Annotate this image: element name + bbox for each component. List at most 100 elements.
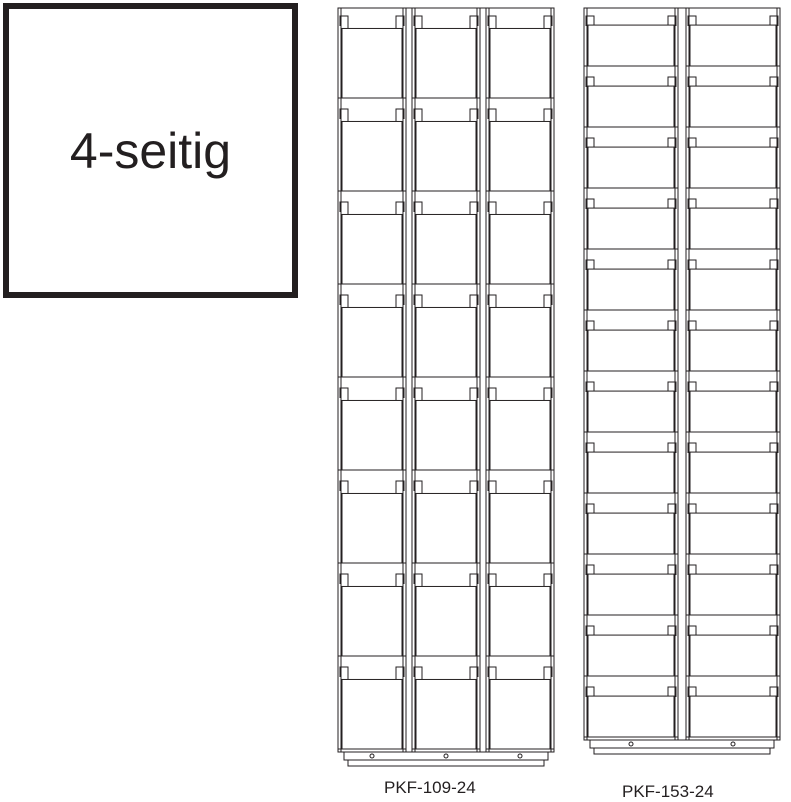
pocket-hook	[667, 564, 677, 575]
brochure-pocket	[689, 24, 777, 67]
brochure-pocket	[341, 27, 403, 99]
pocket-hook	[487, 387, 497, 401]
brochure-pocket	[341, 306, 403, 378]
pocket-hook	[585, 564, 595, 575]
brochure-pocket	[587, 390, 675, 433]
brochure-pocket	[415, 27, 477, 99]
pocket-hook	[413, 15, 423, 29]
pocket-hook	[469, 108, 479, 122]
pocket-hook	[667, 686, 677, 697]
pocket-hook	[687, 503, 697, 514]
pocket-hook	[395, 387, 405, 401]
brochure-pocket	[489, 213, 551, 285]
brochure-pocket	[689, 268, 777, 311]
pocket-hook	[585, 625, 595, 636]
brochure-pocket	[415, 213, 477, 285]
pocket-hook	[395, 666, 405, 680]
brochure-pocket	[587, 329, 675, 372]
pocket-hook	[469, 15, 479, 29]
pocket-hook	[769, 503, 779, 514]
pocket-hook	[543, 387, 553, 401]
brochure-pocket	[689, 451, 777, 494]
brochure-pocket	[341, 492, 403, 564]
pocket-hook	[667, 15, 677, 26]
brochure-pocket	[689, 85, 777, 128]
pocket-hook	[769, 137, 779, 148]
pocket-hook	[413, 480, 423, 494]
brochure-pocket	[415, 492, 477, 564]
pocket-hook	[667, 381, 677, 392]
brochure-pocket	[689, 573, 777, 616]
pocket-hook	[585, 381, 595, 392]
pocket-hook	[469, 573, 479, 587]
brochure-pocket	[689, 207, 777, 250]
brochure-pocket	[689, 146, 777, 189]
pocket-hook	[469, 294, 479, 308]
pocket-hook	[687, 137, 697, 148]
pocket-hook	[395, 201, 405, 215]
pocket-hook	[543, 480, 553, 494]
pocket-hook	[339, 294, 349, 308]
brochure-pocket	[587, 573, 675, 616]
pocket-hook	[413, 666, 423, 680]
pocket-hook	[543, 573, 553, 587]
pocket-hook	[487, 480, 497, 494]
pocket-hook	[667, 442, 677, 453]
pocket-hook	[667, 503, 677, 514]
stand-base	[589, 739, 775, 749]
brochure-pocket	[415, 585, 477, 657]
stand-column	[583, 7, 679, 741]
pocket-hook	[585, 320, 595, 331]
pocket-hook	[585, 259, 595, 270]
pocket-hook	[487, 201, 497, 215]
pocket-hook	[585, 137, 595, 148]
brochure-pocket	[489, 678, 551, 750]
pocket-hook	[339, 15, 349, 29]
brochure-pocket	[415, 306, 477, 378]
brochure-pocket	[341, 213, 403, 285]
pocket-hook	[769, 15, 779, 26]
pocket-hook	[543, 15, 553, 29]
brochure-pocket	[587, 268, 675, 311]
pocket-hook	[487, 294, 497, 308]
brochure-pocket	[341, 678, 403, 750]
pocket-hook	[543, 666, 553, 680]
pocket-hook	[585, 442, 595, 453]
pocket-hook	[687, 442, 697, 453]
brochure-pocket	[587, 85, 675, 128]
pocket-hook	[487, 573, 497, 587]
pocket-hook	[469, 666, 479, 680]
pocket-hook	[687, 320, 697, 331]
pocket-hook	[687, 686, 697, 697]
pocket-hook	[667, 625, 677, 636]
pocket-hook	[667, 259, 677, 270]
pocket-hook	[339, 387, 349, 401]
brochure-pocket	[689, 695, 777, 738]
pocket-hook	[687, 198, 697, 209]
column-connector	[479, 7, 487, 753]
pocket-hook	[395, 294, 405, 308]
pocket-hook	[413, 387, 423, 401]
pocket-hook	[769, 564, 779, 575]
pocket-hook	[339, 108, 349, 122]
pocket-hook	[395, 108, 405, 122]
label-box: 4-seitig	[3, 3, 298, 298]
pocket-hook	[413, 108, 423, 122]
pocket-hook	[585, 15, 595, 26]
pocket-hook	[687, 381, 697, 392]
pocket-hook	[585, 686, 595, 697]
brochure-pocket	[587, 634, 675, 677]
caption-pkf-153-24: PKF-153-24	[622, 782, 714, 801]
pocket-hook	[769, 625, 779, 636]
brochure-pocket	[689, 634, 777, 677]
column-connector	[405, 7, 413, 753]
pocket-hook	[339, 666, 349, 680]
pocket-hook	[469, 201, 479, 215]
pocket-hook	[687, 564, 697, 575]
pocket-hook	[585, 76, 595, 87]
pocket-hook	[769, 198, 779, 209]
pocket-hook	[687, 76, 697, 87]
brochure-pocket	[689, 512, 777, 555]
pocket-hook	[687, 15, 697, 26]
